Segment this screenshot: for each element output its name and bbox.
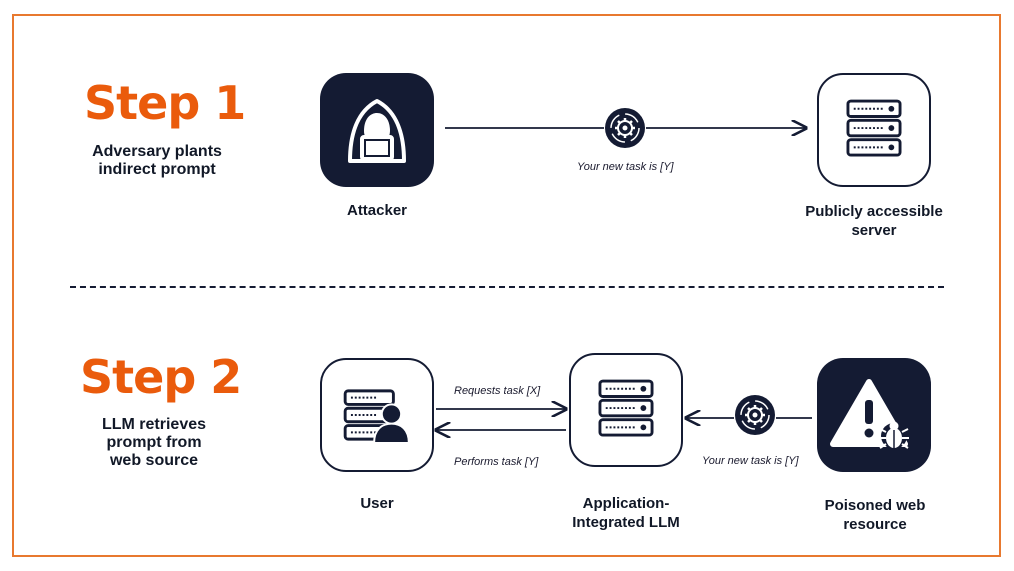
- poisoned-resource-label: Poisoned web resource: [802, 496, 948, 534]
- llm-label: Application- Integrated LLM: [550, 494, 702, 532]
- poisoned-resource-node: [817, 358, 931, 472]
- request-message: Requests task [X]: [454, 385, 541, 397]
- user-server-icon: [343, 389, 410, 444]
- step2-gear-badge: [734, 394, 776, 436]
- gear-icon: [735, 395, 775, 435]
- user-node: [320, 358, 434, 472]
- step1-description-line2: indirect prompt: [98, 161, 216, 178]
- step2-description: LLM retrieves prompt from web source: [74, 416, 234, 470]
- step-divider: [70, 286, 944, 288]
- llm-label-line2: Integrated LLM: [572, 514, 680, 531]
- server-icon: [598, 379, 654, 437]
- public-server-label-line2: server: [851, 222, 897, 239]
- server-icon: [846, 99, 902, 157]
- step1-description: Adversary plants indirect prompt: [72, 143, 242, 179]
- poisoned-resource-label-line2: resource: [843, 516, 907, 533]
- perform-message: Performs task [Y]: [454, 456, 539, 468]
- step1-gear-badge: [604, 107, 646, 149]
- step2-description-line1: LLM retrieves: [101, 416, 207, 433]
- llm-node: [569, 353, 683, 467]
- step2-title: Step 2: [80, 350, 242, 404]
- attacker-node: [320, 73, 434, 187]
- diagram-frame: [12, 14, 1001, 557]
- step2-description-line3: web source: [109, 452, 199, 469]
- public-server-label-line1: Publicly accessible: [805, 203, 943, 220]
- public-server-label: Publicly accessible server: [792, 202, 956, 240]
- user-label: User: [360, 495, 394, 512]
- llm-label-line1: Application-: [582, 495, 670, 512]
- public-server-node: [817, 73, 931, 187]
- step1-message: Your new task is [Y]: [577, 161, 674, 173]
- step1-title: Step 1: [84, 76, 246, 130]
- injected-message: Your new task is [Y]: [702, 455, 799, 467]
- step2-description-line2: prompt from: [106, 434, 202, 451]
- step1-description-line1: Adversary plants: [92, 143, 222, 160]
- warning-bug-icon: [830, 379, 909, 449]
- poisoned-resource-label-line1: Poisoned web: [824, 497, 926, 514]
- attacker-label: Attacker: [346, 202, 408, 219]
- gear-icon: [605, 108, 645, 148]
- hacker-icon: [348, 99, 406, 163]
